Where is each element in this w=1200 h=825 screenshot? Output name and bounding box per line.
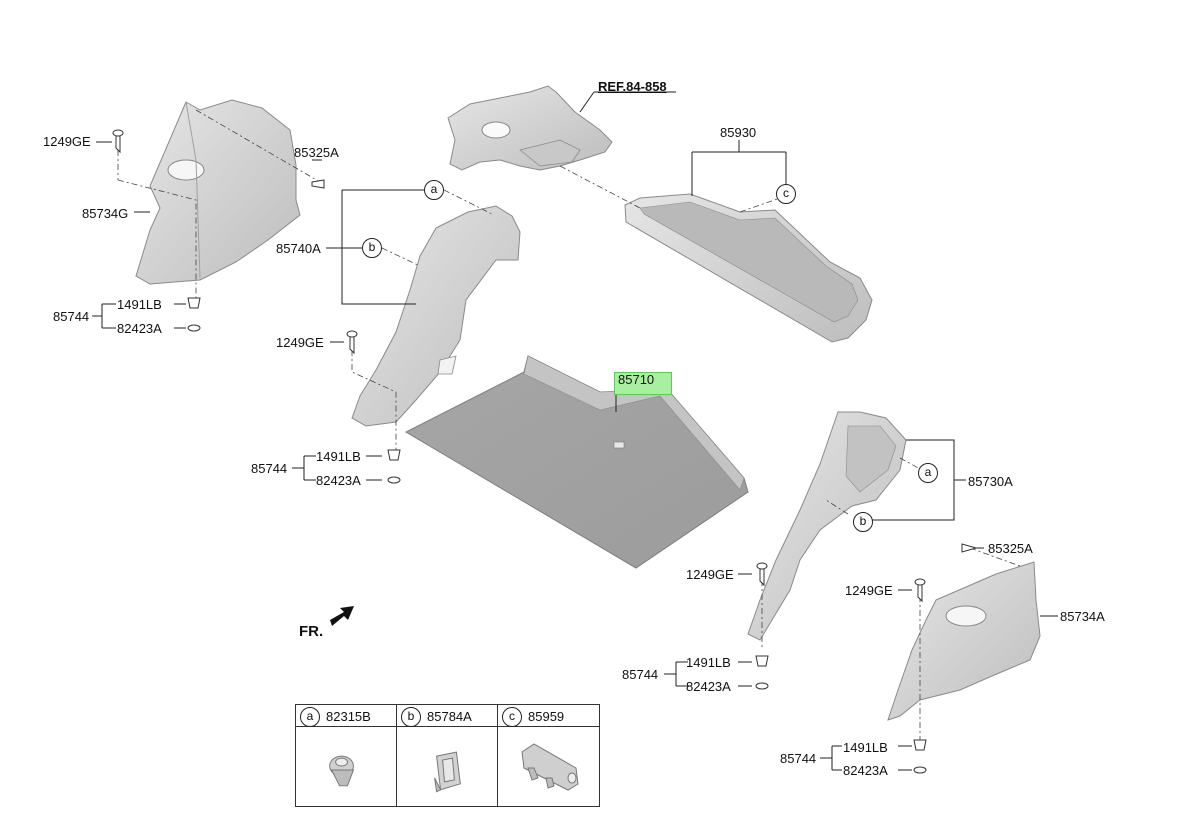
part-label-85744-right2[interactable]: 85744 [780,751,817,766]
washer-icon [387,476,401,484]
front-arrow-icon [330,606,354,626]
legend-letter-a: a [300,707,320,727]
clip-a-icon [329,755,355,787]
clip-c-icon [521,743,579,791]
part-label-1249GE-mid[interactable]: 1249GE [276,335,324,350]
part-label-85740A[interactable]: 85740A [276,241,321,256]
part-label-85734A[interactable]: 85734A [1060,609,1105,624]
highlight-85710 [614,372,672,395]
legend-letter-b: b [401,707,421,727]
washer-icon [187,324,201,332]
washer-icon [913,766,927,774]
callout-c-85930[interactable]: c [776,184,796,204]
part-label-1249GE-right[interactable]: 1249GE [686,567,734,582]
legend-code-c: 85959 [528,709,565,724]
screw-icon [914,578,926,603]
right-rear-trim-part [887,561,1041,721]
center-pillar-trim-part [351,205,521,427]
clip-icon [913,739,927,751]
ref-label[interactable]: REF.84-858 [598,79,667,94]
screw-icon [756,562,768,587]
part-label-85744-right[interactable]: 85744 [622,667,659,682]
dash-lines [117,109,1021,740]
left-rear-trim-part [135,99,301,285]
upper-trim-part [447,85,613,171]
part-label-85744-left[interactable]: 85744 [53,309,90,324]
part-label-85734G[interactable]: 85734G [82,206,129,221]
part-label-85744-mid[interactable]: 85744 [251,461,288,476]
clip-icon [755,655,769,667]
part-label-82423A-right2[interactable]: 82423A [843,763,888,778]
screw-icon [112,129,124,154]
part-label-85730A[interactable]: 85730A [968,474,1013,489]
part-label-1491LB-right[interactable]: 1491LB [686,655,731,670]
part-label-85325A-right[interactable]: 85325A [988,541,1033,556]
part-label-1491LB-left[interactable]: 1491LB [117,297,162,312]
washer-icon [755,682,769,690]
pin-icon [311,179,325,189]
part-label-85710[interactable]: 85710 [618,372,655,387]
fasteners [112,129,978,774]
clip-icon [187,297,201,309]
legend-cell-b[interactable]: b 85784A [397,705,498,806]
floor-mat-part [404,355,749,569]
package-tray-part [624,193,873,343]
part-label-1491LB-right2[interactable]: 1491LB [843,740,888,755]
part-label-82423A-left[interactable]: 82423A [117,321,162,336]
part-label-85930[interactable]: 85930 [720,125,757,140]
legend-code-b: 85784A [427,709,472,724]
legend-cell-c[interactable]: c 85959 [498,705,599,806]
right-pillar-trim-part [747,411,907,641]
part-label-82423A-right[interactable]: 82423A [686,679,731,694]
screw-icon [346,330,358,355]
part-label-85325A-left[interactable]: 85325A [294,145,339,160]
part-label-1249GE-left[interactable]: 1249GE [43,134,91,149]
callout-a-85730A[interactable]: a [918,463,938,483]
legend-table: a 82315B b 85784A c 85959 [295,704,600,807]
clip-icon [387,449,401,461]
callout-b-85730A[interactable]: b [853,512,873,532]
legend-cell-a[interactable]: a 82315B [296,705,397,806]
legend-code-a: 82315B [326,709,371,724]
front-label: FR. [299,623,324,640]
part-label-82423A-mid[interactable]: 82423A [316,473,361,488]
callout-a-85740A[interactable]: a [424,180,444,200]
part-label-1491LB-mid[interactable]: 1491LB [316,449,361,464]
legend-letter-c: c [502,707,522,727]
clip-b-icon [434,751,461,793]
pin-icon [961,543,978,553]
callout-b-85740A[interactable]: b [362,238,382,258]
part-label-1249GE-right2[interactable]: 1249GE [845,583,893,598]
leader-lines [92,91,1058,771]
